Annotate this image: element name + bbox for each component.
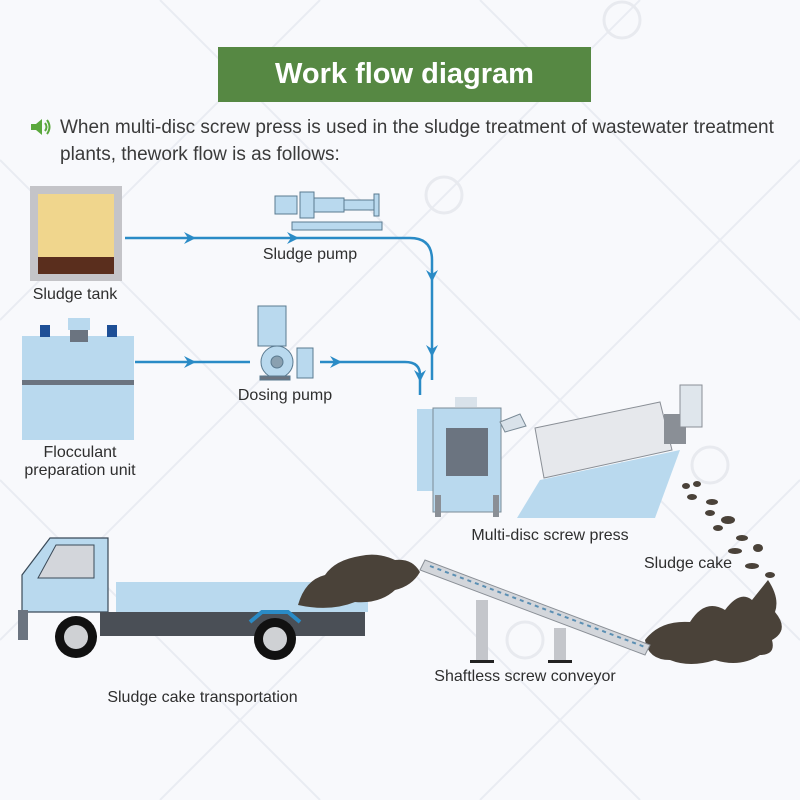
arrow-icon: [184, 356, 196, 368]
dosing-pump-illustration: [257, 305, 314, 381]
label-dosing-pump: Dosing pump: [237, 387, 333, 404]
intro-text: When multi-disc screw press is used in t…: [60, 117, 774, 165]
label-sludge-pump: Sludge pump: [262, 246, 358, 263]
watermark-logo-icon: [505, 620, 545, 660]
sludge-pump-illustration: [274, 191, 383, 231]
arrow-icon: [426, 345, 438, 357]
sludge-cake-pile: [645, 580, 782, 664]
arrow-icon: [426, 270, 438, 282]
sludge-pipe: [125, 236, 434, 380]
sludge-tank-illustration: [30, 186, 122, 281]
watermark-logo-icon: [690, 445, 730, 485]
label-flocculant-line1: Flocculant: [43, 444, 117, 461]
label-sludge-tank: Sludge tank: [32, 286, 118, 303]
watermark-logo-icon: [424, 175, 464, 215]
screw-conveyor-illustration: [419, 559, 651, 663]
page-title: Work flow diagram: [218, 47, 591, 102]
arrow-icon: [184, 232, 196, 244]
arrow-icon: [414, 370, 426, 382]
arrow-icon: [287, 232, 299, 244]
watermark-logo-icon: [602, 0, 642, 40]
truck-illustration: [18, 537, 368, 660]
arrow-icon: [330, 356, 342, 368]
truck-sludge-load: [298, 554, 420, 608]
speaker-icon: [31, 119, 51, 135]
label-transportation: Sludge cake transportation: [107, 689, 298, 706]
flocculant-unit-illustration: [22, 318, 134, 440]
sludge-cake-falling: [682, 481, 775, 578]
flow-arrows: [184, 232, 438, 382]
label-conveyor: Shaftless screw conveyor: [434, 668, 616, 685]
label-flocculant-line2: preparation unit: [24, 462, 136, 479]
label-sludge-cake: Sludge cake: [643, 555, 733, 572]
label-screw-press: Multi-disc screw press: [471, 527, 629, 544]
screw-press-illustration: [417, 384, 703, 518]
